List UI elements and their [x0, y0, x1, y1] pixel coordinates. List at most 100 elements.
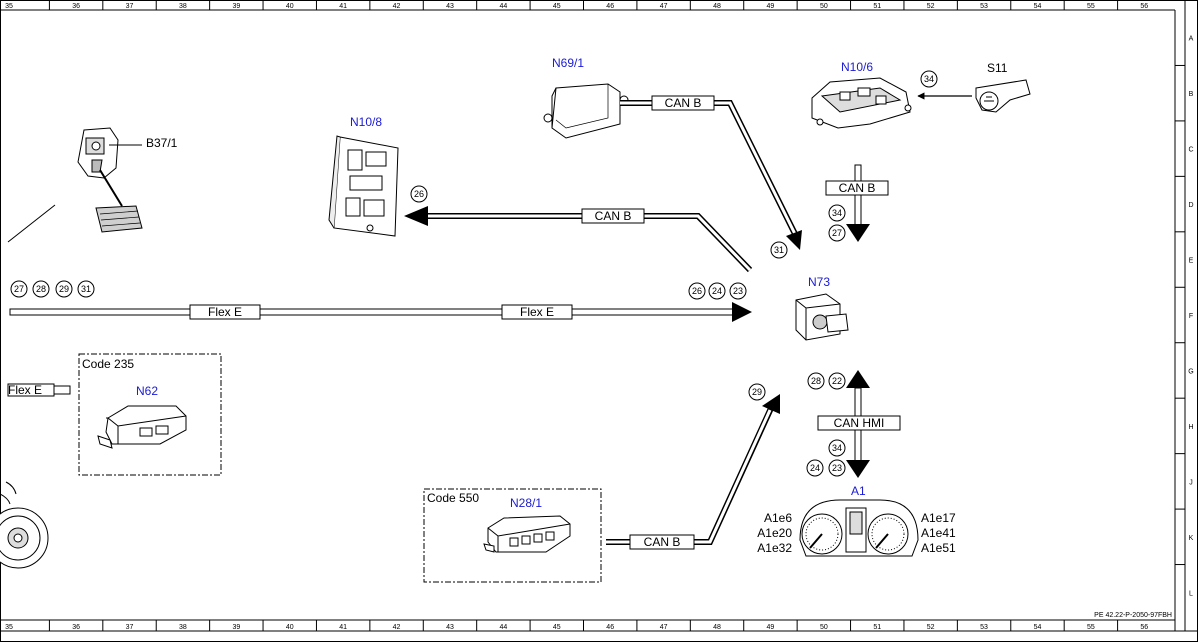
flex-e-box-2 — [501, 304, 573, 320]
top-ruler-column-label: 38 — [179, 3, 187, 10]
pedal-sensor-b37-1 — [77, 127, 143, 233]
flex-e-label-2: Flex E — [520, 305, 554, 319]
right-ruler-row-label: C — [1188, 147, 1193, 154]
ref-bubble-flex-23 — [729, 282, 747, 300]
right-ruler-row-label: D — [1188, 202, 1193, 209]
n10-8-label: N10/8 — [350, 115, 382, 129]
can-b-n69-bus-outer — [620, 100, 801, 242]
bottom-ruler-column-label: 50 — [820, 624, 828, 631]
can-b-n28-box — [629, 534, 695, 550]
bottom-ruler-column-label: 36 — [72, 624, 80, 631]
top-ruler-column-label: 36 — [72, 3, 80, 10]
bottom-ruler-column-label: 45 — [553, 624, 561, 631]
n73-label: N73 — [808, 275, 830, 289]
top-ruler-column-label: 39 — [232, 3, 240, 10]
ref-flex-26: 26 — [692, 286, 702, 296]
n28-1-label: N28/1 — [510, 496, 542, 510]
flex-e-n62-label: Flex E — [8, 383, 42, 397]
right-ruler-row-label: F — [1189, 313, 1193, 320]
right-ruler-row-label: J — [1189, 479, 1193, 486]
can-b-n10-8-box — [581, 208, 645, 224]
ref-left-27: 27 — [14, 284, 24, 294]
code-550-box — [423, 488, 602, 583]
ref-bubble-hmi-22 — [828, 372, 846, 390]
can-b-n28-arrowhead — [762, 394, 780, 414]
ref-bubble-s11-34 — [920, 70, 938, 88]
ref-hmi-23: 23 — [832, 463, 842, 473]
flex-e-arrowhead — [732, 302, 752, 322]
a1-left-label-1: A1e6 — [764, 511, 792, 525]
a1-right-label-3: A1e51 — [921, 541, 956, 555]
ref-left-31: 31 — [81, 284, 91, 294]
a1-right-labels: A1e17 A1e41 A1e51 — [921, 511, 956, 555]
module-n62 — [97, 405, 187, 449]
bottom-ruler-column-label: 52 — [927, 624, 935, 631]
can-b-n10-8-arrowhead — [404, 206, 428, 226]
top-ruler-column-label: 49 — [767, 3, 775, 10]
document-code: PE 42.22-P-2050-97FBH — [1094, 612, 1172, 619]
top-ruler-column-label: 54 — [1034, 3, 1042, 10]
flex-e-box-1 — [189, 304, 261, 320]
bottom-ruler-column-label: 47 — [660, 624, 668, 631]
bottom-ruler-column-label: 38 — [179, 624, 187, 631]
ref-hmi-22: 22 — [832, 376, 842, 386]
top-ruler-column-label: 40 — [286, 3, 294, 10]
code-550-label: Code 550 — [427, 491, 479, 505]
bottom-ruler-column-label: 37 — [126, 624, 134, 631]
bottom-ruler-column-label: 51 — [873, 624, 881, 631]
n62-label: N62 — [136, 384, 158, 398]
can-b-n69-arrowhead — [786, 230, 802, 250]
a1-left-label-3: A1e32 — [757, 541, 792, 555]
bottom-ruler-column-label: 54 — [1034, 624, 1042, 631]
a1-left-label-2: A1e20 — [757, 526, 792, 540]
right-ruler-row-label: E — [1189, 258, 1194, 265]
top-ruler-column-label: 51 — [873, 3, 881, 10]
top-ruler-column-label: 35 — [5, 3, 13, 10]
ref-flex-24: 24 — [712, 286, 722, 296]
ref-bubble-hmi-24 — [806, 459, 824, 477]
flex-e-n62-stub — [53, 385, 71, 395]
top-ruler-column-label: 45 — [553, 3, 561, 10]
module-n10-6 — [811, 77, 912, 129]
bottom-ruler-column-label: 46 — [606, 624, 614, 631]
top-ruler-column-label: 48 — [713, 3, 721, 10]
a1-right-label-2: A1e41 — [921, 526, 956, 540]
b37-1-label: B37/1 — [146, 136, 178, 150]
pedal-leader-line — [7, 204, 56, 243]
n10-6-label: N10/6 — [841, 60, 873, 74]
instrument-cluster-a1 — [799, 499, 919, 557]
right-ruler-row-label: K — [1189, 535, 1194, 542]
left-ref-group — [10, 280, 95, 298]
top-ruler-column-label: 43 — [446, 3, 454, 10]
ignition-switch-n73 — [795, 293, 849, 341]
ref-bubble-hmi-23 — [828, 459, 846, 477]
flex-e-label-1: Flex E — [208, 305, 242, 319]
bottom-ruler-column-label: 39 — [232, 624, 240, 631]
ref-hmi-28: 28 — [811, 376, 821, 386]
ref-flex-23: 23 — [733, 286, 743, 296]
code-235-label: Code 235 — [82, 357, 134, 371]
brake-disc — [0, 481, 49, 569]
can-b-n10-6-label: CAN B — [839, 181, 876, 195]
ref-hmi-34: 34 — [832, 443, 842, 453]
can-b-n10-8-bus-outer — [422, 213, 753, 273]
ref-bubble-n10-8-26 — [410, 185, 428, 203]
can-hmi-label: CAN HMI — [834, 416, 885, 430]
can-b-n10-6-arrowhead — [846, 224, 870, 242]
flex-e-bus — [9, 308, 737, 316]
right-ruler-row-label: A — [1189, 36, 1194, 43]
ref-bubble-n28-29 — [748, 383, 766, 401]
ref-n10-6-27: 27 — [832, 228, 842, 238]
a1-label: A1 — [851, 484, 866, 498]
bottom-ruler-column-label: 55 — [1087, 624, 1095, 631]
top-ruler-column-label: 46 — [606, 3, 614, 10]
ref-bubble-n10-6-27 — [828, 224, 846, 242]
bottom-ruler-column-label: 44 — [499, 624, 507, 631]
can-b-n10-8-label: CAN B — [595, 209, 632, 223]
top-ruler-column-label: 55 — [1087, 3, 1095, 10]
can-hmi-box — [817, 415, 901, 431]
can-hmi-arrowhead-down — [846, 460, 870, 478]
